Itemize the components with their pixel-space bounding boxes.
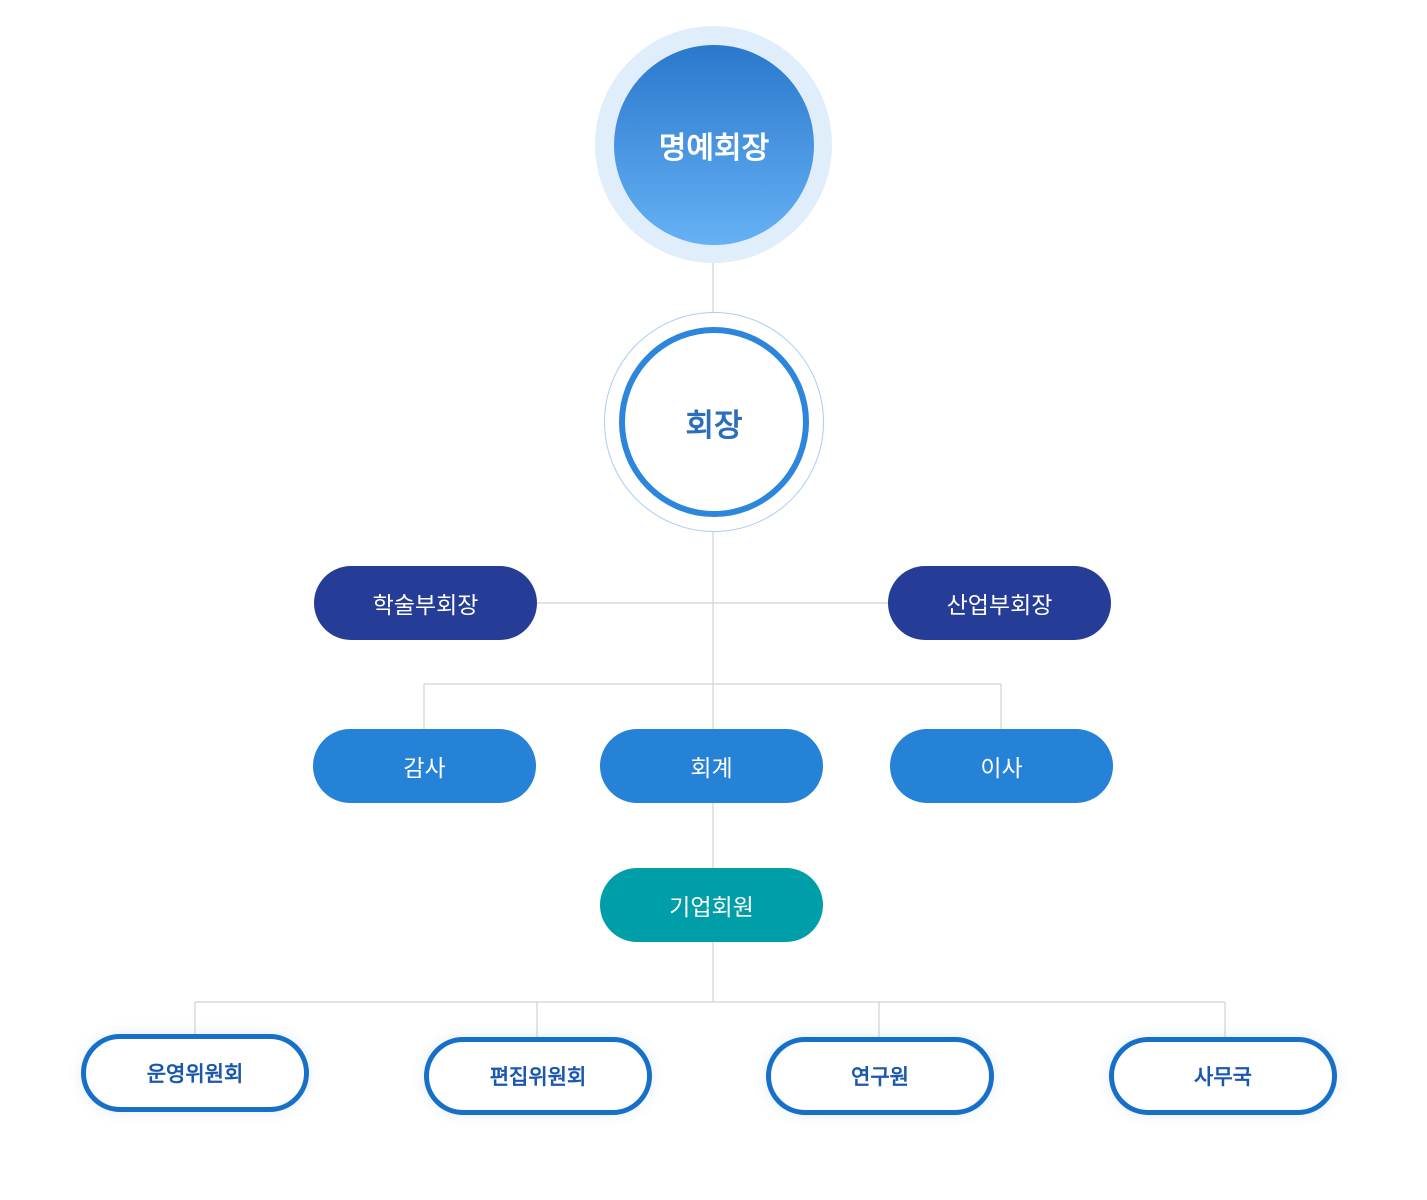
director-label: 이사 xyxy=(980,756,1023,782)
accounting-node: 회계 xyxy=(600,729,823,803)
audit-label: 감사 xyxy=(403,756,446,782)
accounting-label: 회계 xyxy=(690,756,733,782)
honorary-chairman-node: 명예회장 xyxy=(614,45,814,245)
director-node: 이사 xyxy=(890,729,1113,803)
secretariat-node: 사무국 xyxy=(1109,1037,1337,1115)
industry-vice-chair-label: 산업부회장 xyxy=(946,593,1053,619)
secretariat-label: 사무국 xyxy=(1194,1065,1252,1089)
academic-vice-chair-label: 학술부회장 xyxy=(372,593,479,619)
research-institute-label: 연구원 xyxy=(851,1065,909,1089)
chairman-node: 회장 xyxy=(619,327,809,517)
chairman-label: 회장 xyxy=(685,407,743,444)
research-institute-node: 연구원 xyxy=(766,1037,994,1115)
editorial-committee-label: 편집위원회 xyxy=(489,1065,587,1089)
academic-vice-chair-node: 학술부회장 xyxy=(314,566,537,640)
industry-vice-chair-node: 산업부회장 xyxy=(888,566,1111,640)
honorary-chairman-label: 명예회장 xyxy=(658,131,770,166)
operations-committee-node: 운영위원회 xyxy=(81,1034,309,1112)
corporate-members-node: 기업회원 xyxy=(600,868,823,942)
editorial-committee-node: 편집위원회 xyxy=(424,1037,652,1115)
operations-committee-label: 운영위원회 xyxy=(146,1062,244,1086)
corporate-members-label: 기업회원 xyxy=(669,895,754,921)
audit-node: 감사 xyxy=(313,729,536,803)
